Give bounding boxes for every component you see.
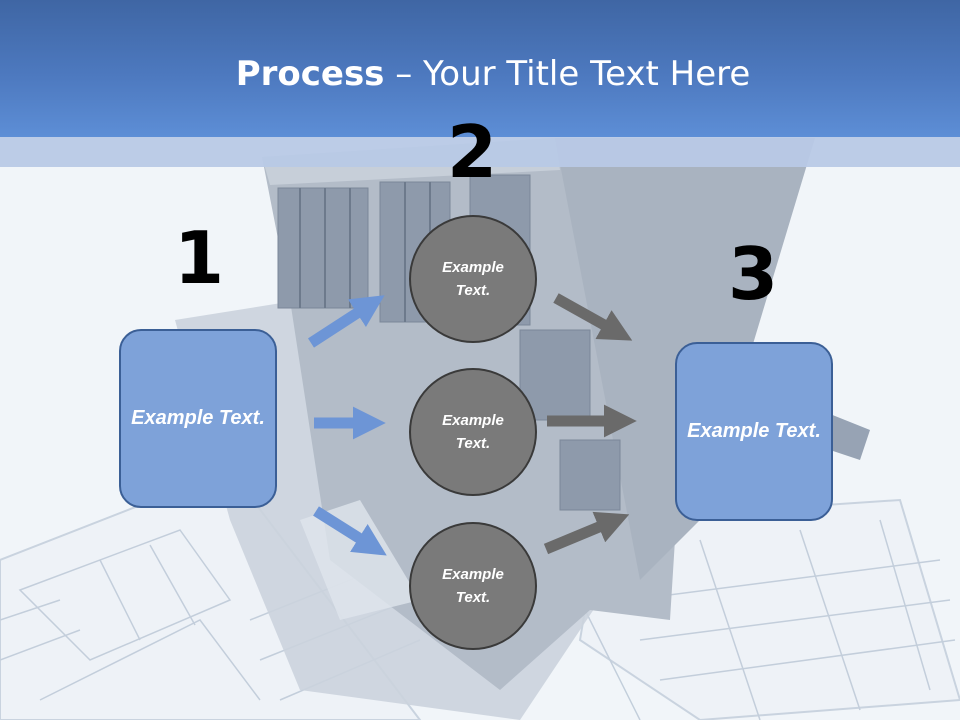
step-2-circle-bottom: Example Text. bbox=[409, 522, 537, 650]
title-bar bbox=[0, 0, 960, 137]
step-1-text: Example Text. bbox=[131, 407, 265, 429]
slide-title: Process – Your Title Text Here bbox=[0, 52, 960, 96]
step-3-text: Example Text. bbox=[687, 420, 821, 442]
title-bold: Process bbox=[235, 54, 385, 94]
title-bar-band bbox=[0, 137, 960, 167]
step-2-circle-top: Example Text. bbox=[409, 215, 537, 343]
step-1-number: 1 bbox=[173, 216, 225, 300]
step-2-circle-middle: Example Text. bbox=[409, 368, 537, 496]
title-rest: – Your Title Text Here bbox=[384, 54, 751, 94]
step-2-item-3-text: Example Text. bbox=[442, 566, 504, 606]
step-3-box: Example Text. bbox=[675, 342, 833, 521]
step-2-item-2-text: Example Text. bbox=[442, 412, 504, 452]
step-2-item-1-text: Example Text. bbox=[442, 259, 504, 299]
step-1-box: Example Text. bbox=[119, 329, 277, 508]
step-3-number: 3 bbox=[727, 232, 779, 316]
step-2-number: 2 bbox=[446, 110, 498, 194]
